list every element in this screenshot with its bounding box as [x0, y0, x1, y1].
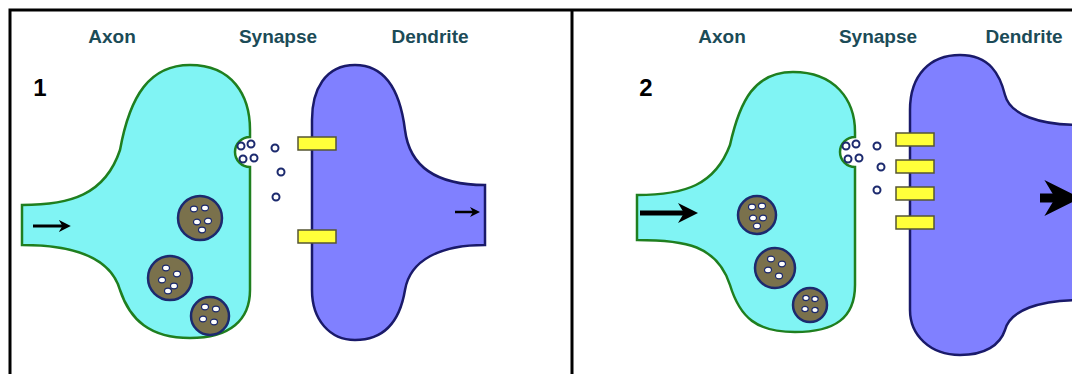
signal-arrow: [640, 211, 690, 216]
dendrite: [312, 65, 485, 340]
part-heading: Axon: [698, 27, 746, 46]
part-heading: Synapse: [239, 27, 317, 46]
part-heading: Synapse: [839, 27, 917, 46]
panel-frame: [10, 10, 1072, 374]
axon-terminal: [637, 72, 855, 332]
vesicles: [843, 141, 885, 194]
signal-arrow: [455, 211, 476, 214]
part-heading: Dendrite: [985, 27, 1062, 46]
part-heading: Axon: [88, 27, 136, 46]
vesicles: [238, 141, 285, 201]
axon-terminal-group: [637, 72, 885, 332]
vesicle-cluster: [148, 196, 229, 335]
part-heading: Dendrite: [391, 27, 468, 46]
receptors: [298, 137, 336, 243]
panel-number: 2: [639, 76, 652, 100]
receptors: [896, 133, 934, 229]
axon-terminal: [22, 65, 250, 338]
dendrite: [910, 55, 1072, 355]
panel-number: 1: [33, 76, 46, 100]
signal-arrow: [1040, 194, 1066, 203]
signal-arrow: [33, 225, 66, 228]
vesicle-cluster: [738, 196, 827, 322]
panel-divider: [571, 10, 574, 374]
